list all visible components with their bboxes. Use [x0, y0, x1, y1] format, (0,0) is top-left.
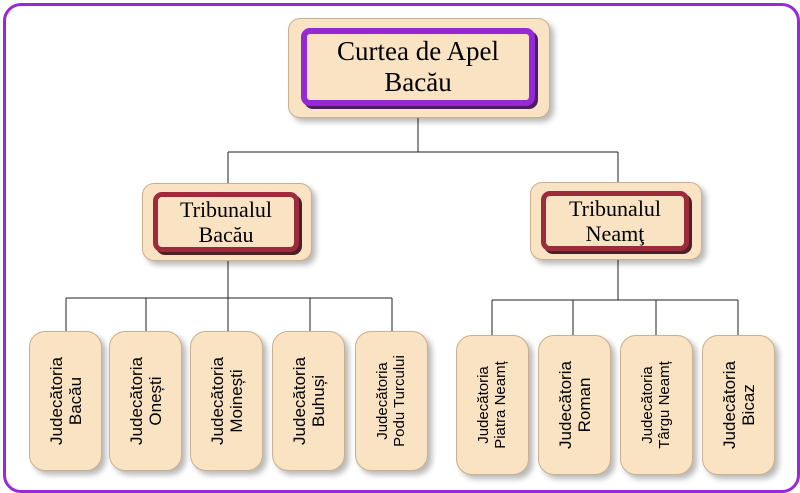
court-buhusi-label: Judecătoria Buhuși	[289, 357, 328, 445]
court-moinesti-label: Judecătoria Moinești	[207, 357, 246, 445]
court-bacau-label: Judecătoria Bacău	[46, 357, 85, 445]
court-onesti-label: Judecătoria Onești	[126, 357, 165, 445]
tribunal-bacau-node: Tribunalul Bacău	[142, 183, 312, 261]
tribunal-neamt-label: Tribunalul Neamţ	[568, 195, 662, 246]
court-bacau: Judecătoria Bacău	[29, 331, 102, 471]
court-onesti: Judecătoria Onești	[109, 331, 182, 471]
court-roman: Judecătoria Roman	[538, 335, 611, 475]
root-node-curtea-de-apel: Curtea de Apel Bacău	[288, 18, 550, 118]
court-piatra-neamt-label: Judecătoria Piatra Neamț	[474, 361, 509, 449]
court-bicaz: Judecătoria Bicaz	[702, 335, 775, 475]
tribunal-neamt-node: Tribunalul Neamţ	[530, 182, 702, 260]
court-podu-turcului: Judecătoria Podu Turcului	[355, 331, 428, 471]
court-targu-neamt: Judecătoria Târgu Neamț	[620, 335, 693, 475]
court-podu-turcului-label: Judecătoria Podu Turcului	[373, 355, 408, 447]
tribunal-bacau-label: Tribunalul Bacău	[179, 196, 273, 247]
court-moinesti: Judecătoria Moinești	[190, 331, 263, 471]
court-targu-neamt-label: Judecătoria Târgu Neamț	[638, 361, 673, 449]
court-buhusi: Judecătoria Buhuși	[272, 331, 345, 471]
root-node-label: Curtea de Apel Bacău	[337, 35, 499, 97]
court-bicaz-label: Judecătoria Bicaz	[719, 361, 758, 449]
court-roman-label: Judecătoria Roman	[555, 361, 594, 449]
court-piatra-neamt: Judecătoria Piatra Neamț	[456, 335, 529, 475]
